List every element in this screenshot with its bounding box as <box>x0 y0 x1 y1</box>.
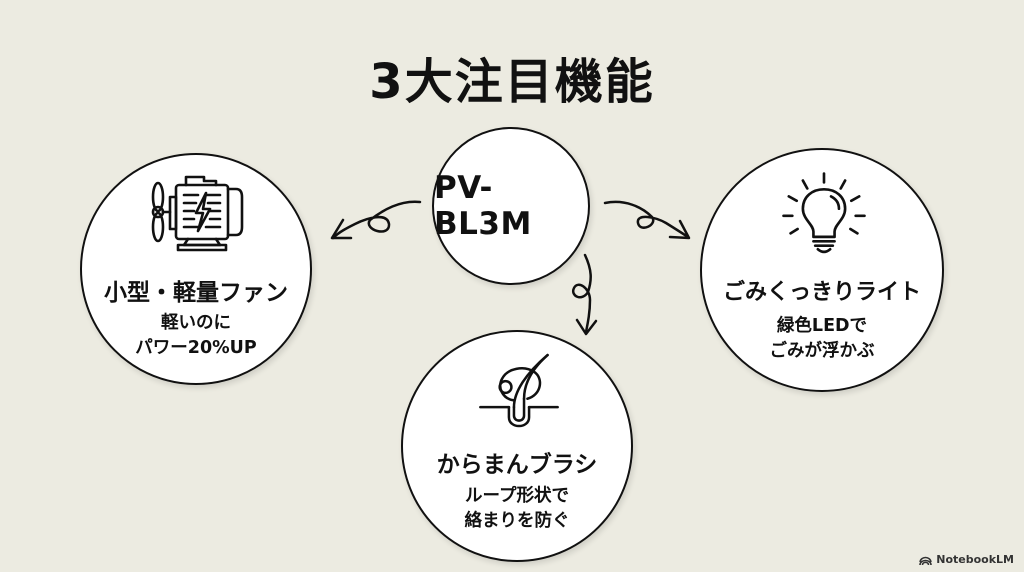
feature-description: 軽いのに パワー20%UP <box>82 311 310 361</box>
feature-description: 緑色LEDで ごみが浮かぶ <box>702 314 942 364</box>
feature-description-line: パワー20%UP <box>135 338 257 358</box>
arrow-to-brush <box>571 253 598 336</box>
motor-icon <box>151 175 244 252</box>
feature-title: 小型・軽量ファン <box>104 280 288 306</box>
feature-description-line: ループ形状で <box>465 486 569 506</box>
feature-title: からまんブラシ <box>436 452 598 478</box>
feature-node-brush: からまんブラシ ループ形状で 絡まりを防ぐ <box>401 330 633 562</box>
feature-node-light: ごみくっきりライト 緑色LEDで ごみが浮かぶ <box>700 148 944 392</box>
notebooklm-logo-icon <box>919 556 933 565</box>
light-bulb-icon <box>782 172 866 254</box>
hair-follicle-icon <box>479 353 559 428</box>
feature-description-line: 絡まりを防ぐ <box>464 511 570 531</box>
feature-node-fan: 小型・軽量ファン 軽いのに パワー20%UP <box>80 153 312 385</box>
feature-title: ごみくっきりライト <box>722 280 921 305</box>
arrow-to-fan <box>330 200 422 240</box>
footer-brand: NotebookLM <box>936 553 1014 566</box>
feature-description: ループ形状で 絡まりを防ぐ <box>403 484 631 534</box>
feature-description-line: 軽いのに <box>161 313 231 333</box>
product-model-label: PV-BL3M <box>434 170 532 242</box>
product-center-node: PV-BL3M <box>432 127 590 285</box>
arrow-to-light <box>603 200 691 240</box>
notebooklm-watermark: NotebookLM <box>919 553 1014 566</box>
feature-description-line: ごみが浮かぶ <box>769 341 875 361</box>
page-title: 3大注目機能 <box>369 54 655 110</box>
feature-description-line: 緑色LEDで <box>776 316 868 336</box>
